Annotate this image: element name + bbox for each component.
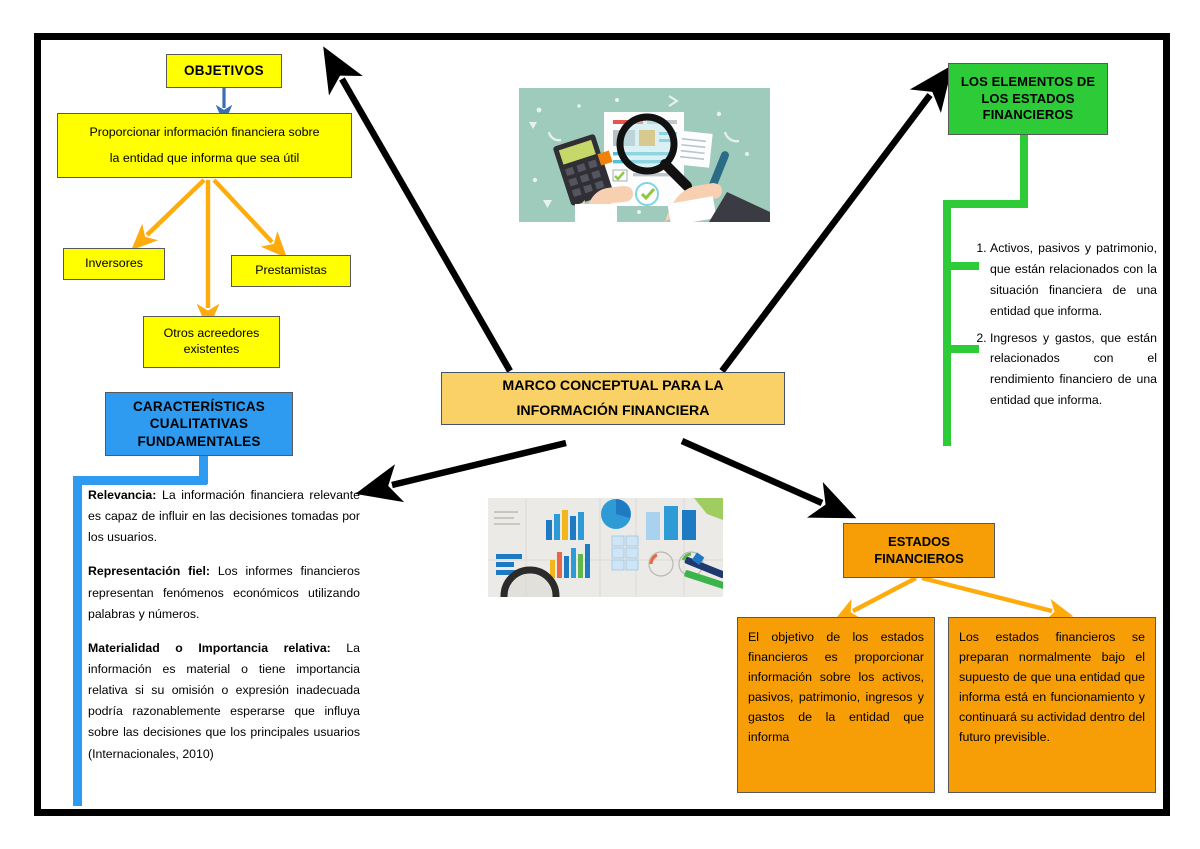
node-inversores-label: Inversores — [85, 256, 143, 271]
green-connector-stem — [1020, 135, 1028, 204]
node-caracteristicas-cualitativas[interactable]: CARACTERÍSTICAS CUALITATIVAS FUNDAMENTAL… — [105, 392, 293, 456]
node-estados-line1: ESTADOS — [888, 533, 950, 549]
business-charts-photo — [488, 498, 723, 597]
node-marco-line2: INFORMACIÓN FINANCIERA — [516, 402, 710, 419]
node-elementos-line3: FINANCIEROS — [982, 107, 1074, 123]
qualitative-term-relevancia: Relevancia: — [88, 488, 157, 502]
qualitative-body-representacion: Los informes financieros representan fen… — [88, 564, 360, 621]
qualitative-item-relevancia: Relevancia: La información financiera re… — [88, 485, 360, 548]
qualitative-body-relevancia: La información financiera relevante es c… — [88, 488, 360, 545]
node-marco-conceptual[interactable]: MARCO CONCEPTUAL PARA LA INFORMACIÓN FIN… — [441, 372, 785, 425]
green-connector-elbow — [943, 200, 1028, 208]
node-proporcionar-line1: Proporcionar información financiera sobr… — [89, 124, 320, 139]
node-prestamistas-label: Prestamistas — [255, 263, 327, 278]
green-connector-tick-2 — [943, 345, 979, 353]
node-caracteristicas-line2: CUALITATIVAS — [149, 416, 249, 432]
qualitative-term-representacion: Representación fiel: — [88, 564, 210, 579]
node-marco-line1: MARCO CONCEPTUAL PARA LA — [502, 378, 724, 395]
qualitative-characteristics-text: Relevancia: La información financiera re… — [88, 485, 360, 765]
green-connector-rail — [943, 200, 951, 446]
node-elementos-estados-financieros[interactable]: LOS ELEMENTOS DE LOS ESTADOS FINANCIEROS — [948, 63, 1108, 135]
node-elementos-line1: LOS ELEMENTOS DE — [960, 74, 1096, 90]
node-caracteristicas-line1: CARACTERÍSTICAS — [132, 399, 265, 415]
node-estados-line2: FINANCIEROS — [874, 550, 964, 566]
node-proporcionar-line2: la entidad que informa que sea útil — [109, 150, 300, 165]
node-otros-line1: Otros acreedores — [163, 326, 260, 341]
node-otros-line2: existentes — [183, 342, 240, 356]
node-proporcionar-informacion[interactable]: Proporcionar información financiera sobr… — [57, 113, 352, 178]
financial-audit-illustration — [519, 88, 770, 222]
qualitative-item-materialidad: Materialidad o Importancia relativa: La … — [88, 638, 360, 765]
node-objetivos-label: OBJETIVOS — [184, 63, 264, 79]
node-caracteristicas-line3: FUNDAMENTALES — [137, 433, 261, 449]
node-otros-acreedores[interactable]: Otros acreedores existentes — [143, 316, 280, 368]
elements-list-item: Ingresos y gastos, que están relacionado… — [990, 328, 1157, 412]
blue-connector-rail — [73, 476, 82, 806]
qualitative-term-materialidad: Materialidad o Importancia relativa: — [88, 640, 331, 655]
green-connector-tick-1 — [943, 262, 979, 270]
node-estados-financieros[interactable]: ESTADOS FINANCIEROS — [843, 523, 995, 578]
blue-connector-stem — [199, 455, 208, 484]
qualitative-item-representacion: Representación fiel: Los informes financ… — [88, 561, 360, 624]
node-objetivo-estados-financieros[interactable]: El objetivo de los estados financieros e… — [737, 617, 935, 793]
blue-connector-elbow — [73, 476, 207, 485]
elements-list-item: Activos, pasivos y patrimonio, que están… — [990, 238, 1157, 322]
node-elementos-line2: LOS ESTADOS — [981, 90, 1075, 106]
node-objetivos[interactable]: OBJETIVOS — [166, 54, 282, 88]
node-prestamistas[interactable]: Prestamistas — [231, 255, 351, 287]
qualitative-body-materialidad: La información es material o tiene impor… — [88, 640, 360, 761]
node-supuesto-negocio-en-marcha[interactable]: Los estados financieros se preparan norm… — [948, 617, 1156, 793]
elements-numbered-list: Activos, pasivos y patrimonio, que están… — [964, 238, 1157, 417]
node-inversores[interactable]: Inversores — [63, 248, 165, 280]
